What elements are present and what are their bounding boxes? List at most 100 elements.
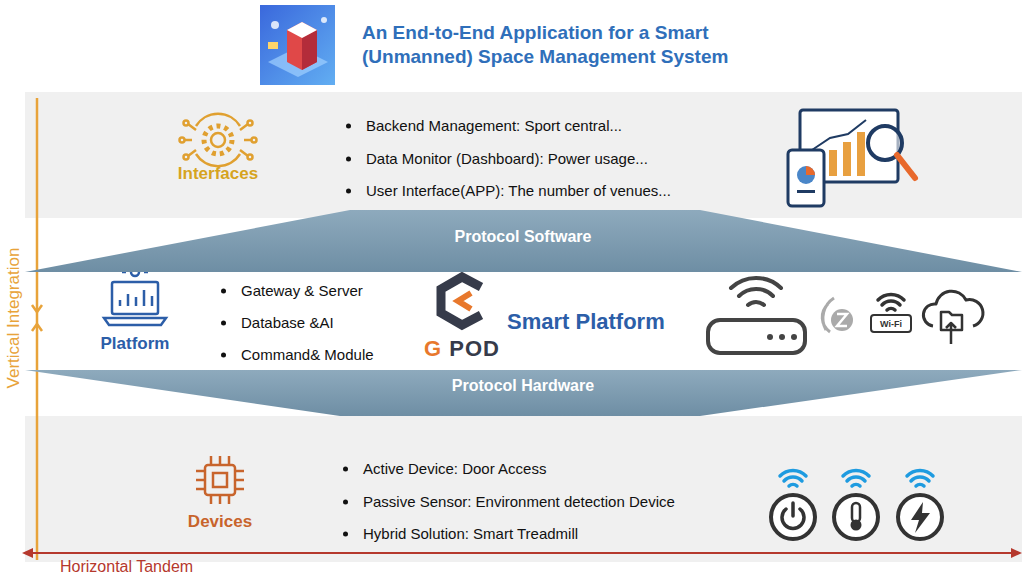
dashboard-illustration: [797, 166, 815, 184]
router-icon: [708, 320, 805, 353]
devices-icon: [196, 456, 244, 504]
wifi-icon: [871, 315, 911, 332]
title-icon: [260, 5, 335, 85]
device-icons: [834, 495, 878, 539]
gpod-logo: [458, 293, 471, 309]
dashboard-illustration: [797, 190, 815, 193]
band-ground: [25, 92, 1022, 562]
integration-axis: [36, 98, 39, 560]
devices-icon: [205, 465, 235, 495]
layer-heading: Devices: [188, 512, 252, 532]
layer-band: Devices Active Device: Door AccessPassive…: [25, 416, 1022, 562]
title-icon: [260, 5, 335, 85]
cloud-icon: [923, 291, 983, 326]
device-icons: [851, 520, 862, 531]
layer-heading: Interfaces: [178, 164, 258, 184]
bullet-item: Gateway & Server: [218, 282, 363, 299]
dashboard-illustration: [788, 110, 915, 206]
platform-icon: [112, 282, 158, 314]
tandem-axis: [22, 548, 1022, 558]
interfaces-icon: [252, 138, 257, 143]
axis-label: Vertical Integration: [5, 248, 22, 389]
cloud-icon: [923, 291, 983, 344]
title-icon: [287, 22, 317, 70]
title-icon: [271, 21, 279, 29]
protocol-band: Protocol Software: [25, 210, 1022, 272]
integration-axis: [32, 98, 42, 560]
protocol-band: Protocol Hardware: [25, 370, 1022, 416]
layer-heading: Platform: [101, 334, 170, 354]
wifi-icon: [878, 294, 904, 310]
interfaces-icon: [204, 126, 232, 154]
bullet-item: Passive Sensor: Environment detection De…: [340, 493, 675, 510]
device-icons: [907, 470, 933, 486]
device-icons: [911, 502, 930, 533]
zigbee-icon: [831, 309, 853, 331]
interfaces-icon: [196, 114, 240, 166]
bullet-item: Backend Management: Sport central...: [343, 117, 622, 134]
device-icons: [780, 470, 806, 486]
device-icons: [780, 470, 933, 486]
interfaces-icon: [180, 114, 257, 166]
bullet-item: Database &AI: [218, 314, 334, 331]
device-icons: [771, 470, 942, 539]
devices-icon: [213, 473, 227, 487]
dashboard-illustration: [806, 166, 815, 175]
integration-axis: [32, 305, 42, 331]
device-icons: [843, 470, 869, 486]
logo-text: G POD: [424, 338, 500, 360]
dashboard-illustration: [788, 150, 824, 206]
dashboard-illustration: [843, 142, 851, 176]
interfaces-icon: [184, 155, 189, 160]
interfaces-icon: [248, 155, 253, 160]
router-icon: [708, 278, 805, 353]
zigbee-icon: [822, 298, 853, 332]
gpod-logo: [441, 277, 481, 325]
platform-icon: [120, 290, 152, 306]
dashboard-illustration: [812, 120, 866, 150]
axis-label: Horizontal Tandem: [60, 559, 193, 575]
protocol-shape: [25, 370, 1022, 416]
protocol-label: Protocol Hardware: [452, 377, 594, 395]
device-icons: [852, 503, 860, 522]
wifi-icon: [871, 294, 911, 332]
device-icons: [782, 503, 804, 528]
band-ground: [25, 92, 1022, 218]
interfaces-icon: [211, 133, 225, 147]
dashboard-illustration: [857, 132, 865, 176]
router-icon: [791, 334, 797, 340]
router-icon: [779, 334, 785, 340]
router-icon: [731, 278, 781, 305]
interfaces-icon: [184, 121, 189, 126]
bullet-item: Data Monitor (Dashboard): Power usage...: [343, 150, 648, 167]
bullet-item: Command& Module: [218, 346, 374, 363]
interfaces-icon: [180, 138, 185, 143]
device-icons: [898, 495, 942, 539]
protocol-shape: [25, 210, 1022, 272]
device-icons: [771, 495, 815, 539]
title-icon: [287, 22, 317, 38]
gpod-logo: [441, 277, 481, 325]
dashboard-illustration: [897, 155, 915, 178]
tandem-axis: [1011, 548, 1022, 558]
tandem-axis: [30, 552, 1014, 554]
devices-icon: [196, 456, 244, 504]
zigbee-icon: [837, 314, 847, 326]
cloud-icon: [946, 323, 956, 344]
router-icon: [767, 334, 773, 340]
platform-icon: [104, 318, 166, 325]
diagram-title: An End-to-End Application for a Smart (U…: [362, 21, 767, 69]
layer-band: Interfaces Backend Management: Sport cent…: [25, 92, 1022, 218]
tandem-axis: [22, 548, 33, 558]
title-icon: [268, 42, 278, 49]
bullet-item: Active Device: Door Access: [340, 460, 546, 477]
protocol-label: Protocol Software: [455, 228, 592, 246]
bullet-item: User Interface(APP): The number of venue…: [343, 182, 671, 199]
interfaces-icon: [248, 121, 253, 126]
platform-name: Smart Platform: [507, 309, 665, 335]
interfaces-icon: [184, 124, 252, 156]
dashboard-illustration: [829, 150, 837, 176]
bullet-item: Hybrid Solution: Smart Treadmill: [340, 525, 578, 542]
